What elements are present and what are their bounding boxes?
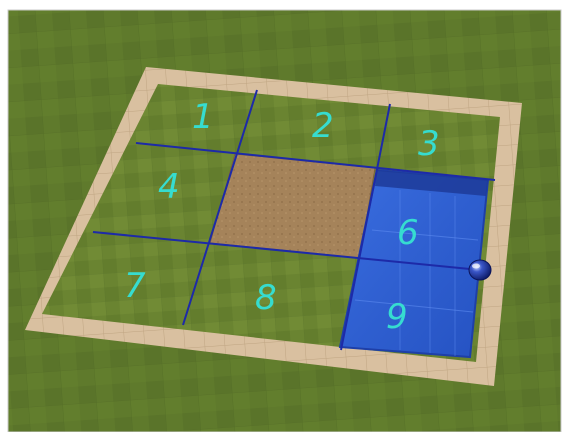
cell-label-2: 2 [312, 106, 334, 146]
cell-label-8: 8 [255, 278, 277, 318]
cell-label-6: 6 [397, 213, 419, 253]
cell-label-9: 9 [386, 297, 408, 337]
sphere-handle-icon[interactable] [469, 260, 491, 280]
cell-label-4: 4 [158, 167, 180, 207]
cell-label-3: 3 [418, 124, 440, 164]
cell-label-7: 7 [124, 266, 146, 306]
cell-label-1: 1 [192, 97, 214, 137]
